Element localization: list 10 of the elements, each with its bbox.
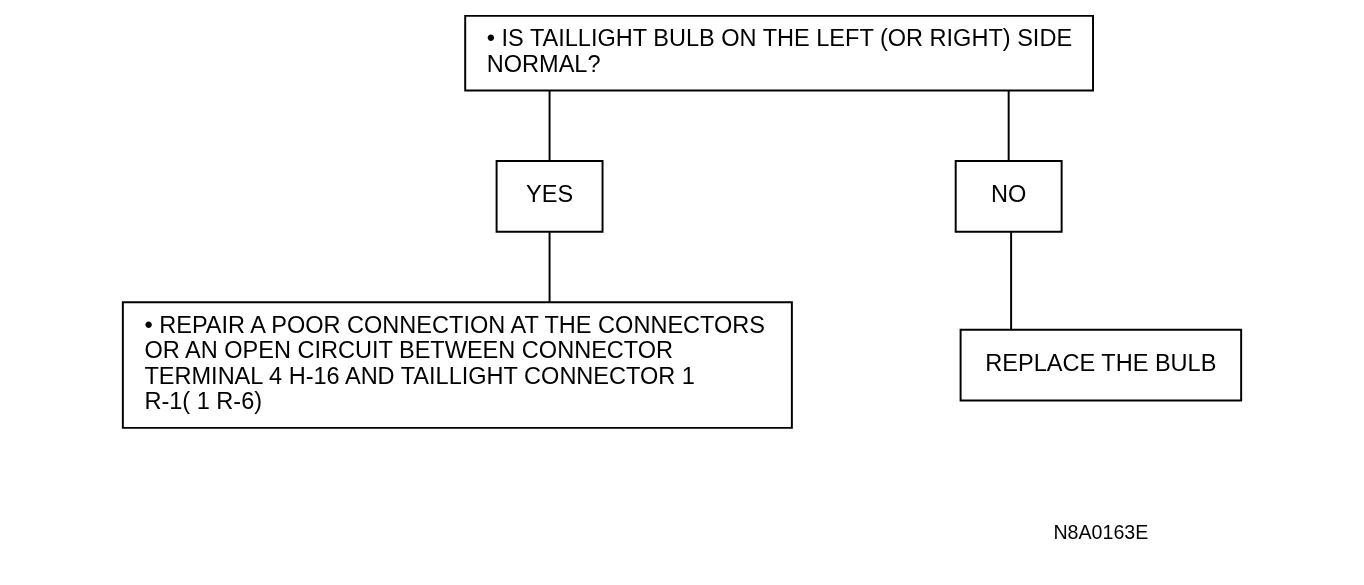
node-box: • IS TAILLIGHT BULB ON THE LEFT (OR RIGHT) SIDE NORMAL? [464,14,1094,92]
connector [548,89,551,162]
node-box: NO [954,160,1063,233]
node-box: YES [495,160,604,233]
connector [548,231,551,304]
label: N8A0163E [1053,520,1149,543]
node-box: REPLACE THE BULB [959,328,1243,402]
node-box: • REPAIR A POOR CONNECTION AT THE CONNECTORS OR AN OPEN CIRCUIT BETWEEN CONNECTOR TERMINAL 4 H-16 AND TAILLIGHT CONNECTOR 1 R-1( 1 R-6) [121,301,793,429]
connector [1010,231,1013,331]
connector [1007,89,1010,162]
